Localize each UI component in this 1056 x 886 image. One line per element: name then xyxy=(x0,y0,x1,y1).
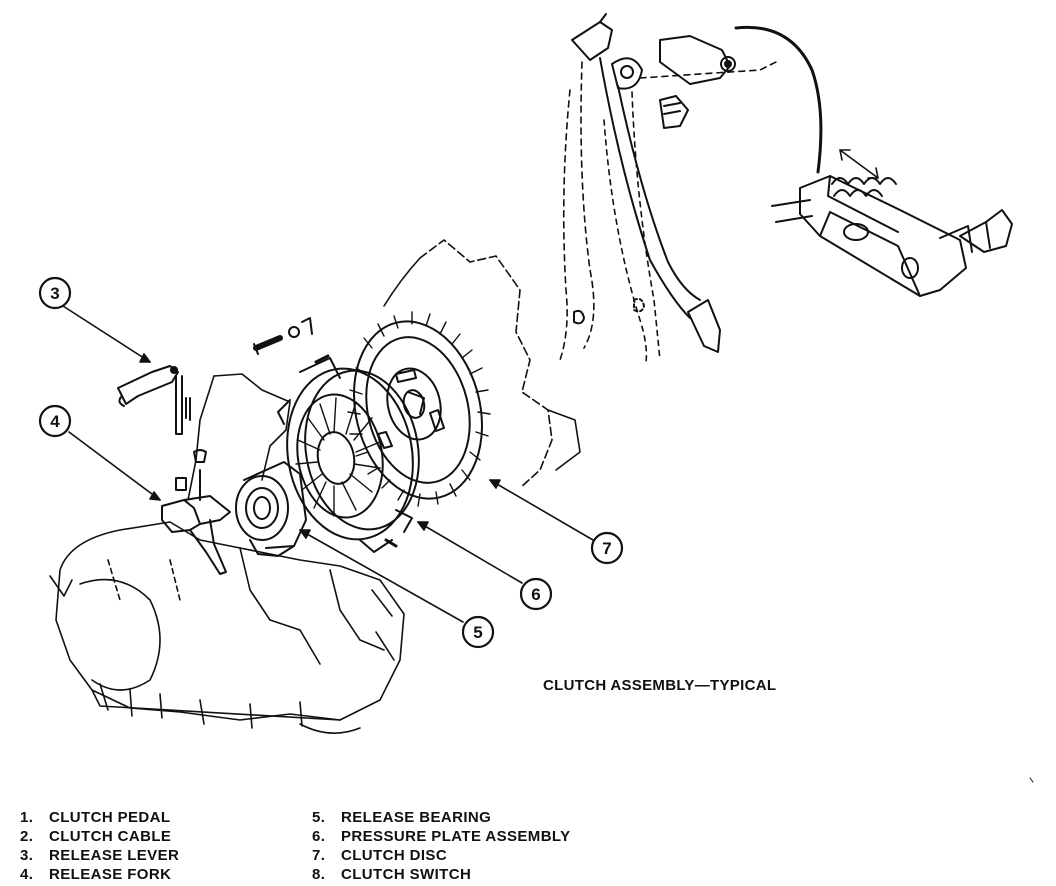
svg-text:3: 3 xyxy=(50,284,59,303)
callout-leaders xyxy=(62,305,594,623)
legend-number: 8. xyxy=(312,866,326,883)
callout-6: 6 xyxy=(519,577,553,611)
pressure-plate-drawing xyxy=(253,317,425,553)
svg-text:7: 7 xyxy=(602,539,611,558)
legend-item: 8. CLUTCH SWITCH xyxy=(312,865,571,884)
legend-item: 2. CLUTCH CABLE xyxy=(20,827,179,846)
release-lever-drawing xyxy=(117,365,191,435)
legend-number: 2. xyxy=(20,828,34,845)
legend-item: 6. PRESSURE PLATE ASSEMBLY xyxy=(312,827,571,846)
release-bearing-drawing xyxy=(235,461,307,557)
legend-label: RELEASE FORK xyxy=(49,866,172,883)
legend-number: 1. xyxy=(20,809,34,826)
clutch-disc-drawing xyxy=(347,311,491,507)
speck-mark xyxy=(1029,777,1034,783)
legend-number: 7. xyxy=(312,847,326,864)
legend-label: CLUTCH SWITCH xyxy=(341,866,472,883)
legend-item: 5. RELEASE BEARING xyxy=(312,808,571,827)
svg-text:5: 5 xyxy=(473,623,482,642)
legend-number: 5. xyxy=(312,809,326,826)
callout-4: 4 xyxy=(38,404,72,438)
transmission-case-drawing xyxy=(49,239,581,734)
legend-item: 1. CLUTCH PEDAL xyxy=(20,808,179,827)
legend-item: 7. CLUTCH DISC xyxy=(312,846,571,865)
legend-label: CLUTCH DISC xyxy=(341,847,448,864)
svg-text:6: 6 xyxy=(531,585,540,604)
legend-label: CLUTCH PEDAL xyxy=(49,809,171,826)
legend-item: 4. RELEASE FORK xyxy=(20,865,179,884)
clutch-pedal-drawing xyxy=(559,13,879,363)
callout-3: 3 xyxy=(38,276,72,310)
legend-number: 3. xyxy=(20,847,34,864)
legend-number: 4. xyxy=(20,866,34,883)
callout-5: 5 xyxy=(461,615,495,649)
release-fork-drawing xyxy=(161,449,231,575)
legend-number: 6. xyxy=(312,828,326,845)
legend-right-column: 5. RELEASE BEARING 6. PRESSURE PLATE ASSEM… xyxy=(312,808,571,884)
legend-left-column: 1. CLUTCH PEDAL 2. CLUTCH CABLE 3. RELEASE … xyxy=(20,808,179,884)
legend-label: RELEASE BEARING xyxy=(341,809,492,826)
clutch-switch-drawing xyxy=(771,175,1013,297)
legend-label: PRESSURE PLATE ASSEMBLY xyxy=(341,828,571,845)
callout-7: 7 xyxy=(590,531,624,565)
legend-item: 3. RELEASE LEVER xyxy=(20,846,179,865)
diagram-caption: CLUTCH ASSEMBLY—TYPICAL xyxy=(543,677,777,694)
legend-label: RELEASE LEVER xyxy=(49,847,180,864)
legend-label: CLUTCH CABLE xyxy=(49,828,172,845)
svg-text:4: 4 xyxy=(50,412,60,431)
